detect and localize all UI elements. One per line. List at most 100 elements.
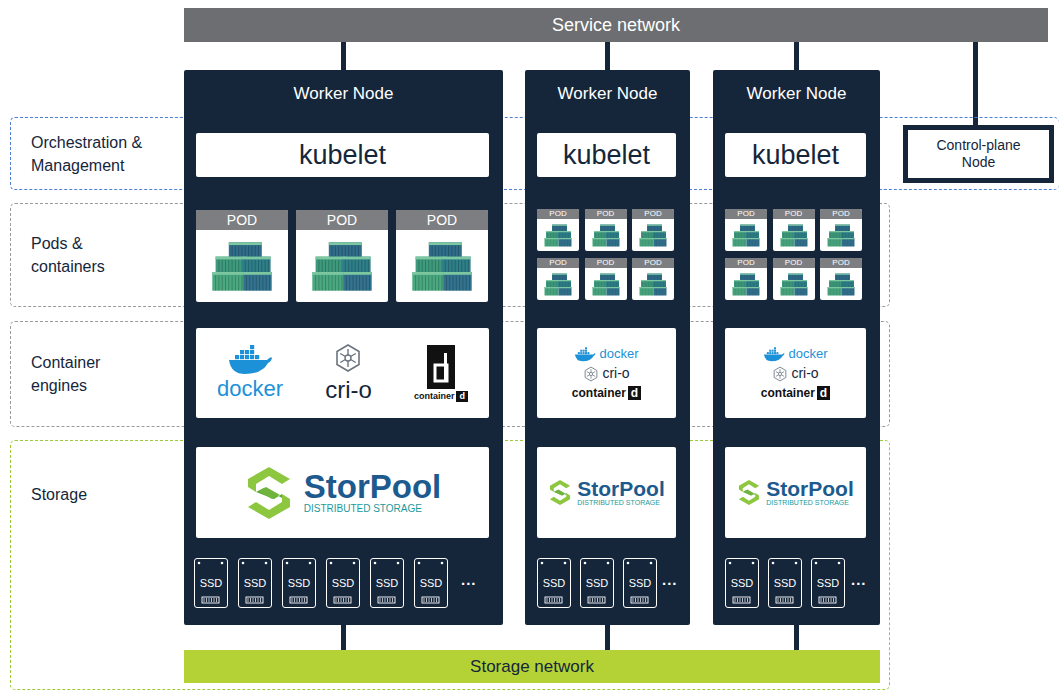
- icon-part: [829, 288, 830, 295]
- icon-part: [250, 345, 254, 349]
- icon-part: [783, 239, 784, 246]
- icon: [333, 343, 363, 373]
- icon-part: [848, 275, 849, 281]
- icon: [731, 223, 761, 248]
- icon-part: [654, 238, 667, 239]
- icon-part: [422, 259, 423, 271]
- icon: [244, 465, 294, 521]
- containerd-wordmark: containerd: [761, 386, 830, 400]
- icon-part: [758, 281, 759, 287]
- icon-part: [657, 226, 658, 232]
- icon-part: [443, 272, 472, 291]
- icon-part: [202, 597, 219, 603]
- icon-part: [744, 490, 755, 496]
- icon-part: [851, 281, 852, 287]
- icon-part: [660, 275, 661, 281]
- icon-part: [738, 232, 739, 238]
- icon-part: [847, 226, 848, 232]
- icon-part: [744, 226, 745, 232]
- icon-part: [743, 275, 744, 281]
- icon-part: [770, 352, 772, 354]
- icon: [772, 366, 788, 382]
- icon-part: [641, 280, 655, 287]
- icon-part: [823, 598, 824, 602]
- icon-part: [830, 239, 831, 246]
- icon-part: [752, 288, 753, 295]
- icon-part: [844, 232, 845, 238]
- ssd-box: SSD: [725, 558, 759, 608]
- eng-box: dockercri-ocontainerd: [537, 328, 676, 418]
- icon-part: [839, 275, 840, 281]
- icon-part: [835, 232, 836, 238]
- icon-part: [739, 480, 759, 492]
- icon-part: [844, 281, 845, 287]
- icon-part: [607, 239, 608, 246]
- icon-part: [299, 598, 300, 602]
- pod-box: POD: [725, 258, 767, 300]
- icon-part: [446, 275, 447, 290]
- icon-part: [743, 281, 744, 287]
- icon-part: [828, 287, 842, 296]
- network-label: Storage network: [470, 657, 594, 677]
- icon-part: [559, 275, 560, 281]
- icon-part: [659, 288, 660, 295]
- pod-box: POD: [537, 258, 579, 300]
- icon-part: [645, 598, 646, 602]
- icon-part: [795, 239, 796, 246]
- icon-part: [752, 239, 753, 246]
- icon-part: [332, 259, 333, 271]
- icon-part: [794, 231, 807, 238]
- icon-part: [647, 281, 648, 287]
- icon-part: [659, 239, 660, 246]
- icon-part: [556, 239, 557, 246]
- icon-part: [833, 288, 834, 295]
- icon-part: [787, 288, 788, 295]
- icon-part: [841, 231, 854, 238]
- icon-part: [793, 239, 794, 246]
- icon-part: [640, 287, 654, 288]
- icon-part: [795, 281, 796, 287]
- icon-part: [746, 231, 759, 238]
- icon-part: [549, 288, 550, 295]
- icon-part: [741, 232, 742, 238]
- pod-body: [296, 230, 388, 302]
- icon-part: [337, 345, 359, 371]
- icon-part: [662, 288, 663, 295]
- icon-part: [743, 232, 744, 238]
- icon-part: [833, 239, 834, 246]
- icon-part: [602, 598, 603, 602]
- icon-part: [784, 232, 785, 238]
- icon-part: [836, 239, 837, 246]
- ssd-label: SSD: [586, 577, 609, 589]
- icon-part: [654, 287, 667, 288]
- icon-part: [640, 287, 654, 296]
- icon-part: [245, 350, 249, 354]
- icon-part: [607, 232, 608, 238]
- engine-name: container: [414, 392, 455, 401]
- pod-label: POD: [832, 210, 849, 218]
- icon-part: [558, 239, 559, 246]
- icon-part: [844, 226, 845, 232]
- layer-label: Container engines: [31, 351, 143, 397]
- icon-part: [550, 281, 551, 287]
- icon-part: [806, 239, 807, 246]
- icon-part: [318, 275, 319, 290]
- pod-box: POD: [773, 209, 815, 251]
- icon: [548, 479, 572, 506]
- icon-part: [559, 598, 560, 602]
- icon-part: [740, 288, 741, 295]
- icon-part: [746, 288, 747, 295]
- icon-part: [784, 281, 785, 287]
- icon-part: [556, 288, 557, 295]
- icon-part: [746, 239, 747, 246]
- icon-part: [847, 275, 848, 281]
- icon-part: [444, 353, 447, 381]
- icon-part: [841, 239, 842, 246]
- icon-part: [640, 238, 654, 247]
- icon-part: [839, 239, 840, 246]
- icon-part: [832, 288, 833, 295]
- pod-box: POD: [396, 210, 488, 302]
- icon-part: [559, 287, 572, 296]
- icon-part: [434, 598, 435, 602]
- pod-label: POD: [549, 210, 566, 218]
